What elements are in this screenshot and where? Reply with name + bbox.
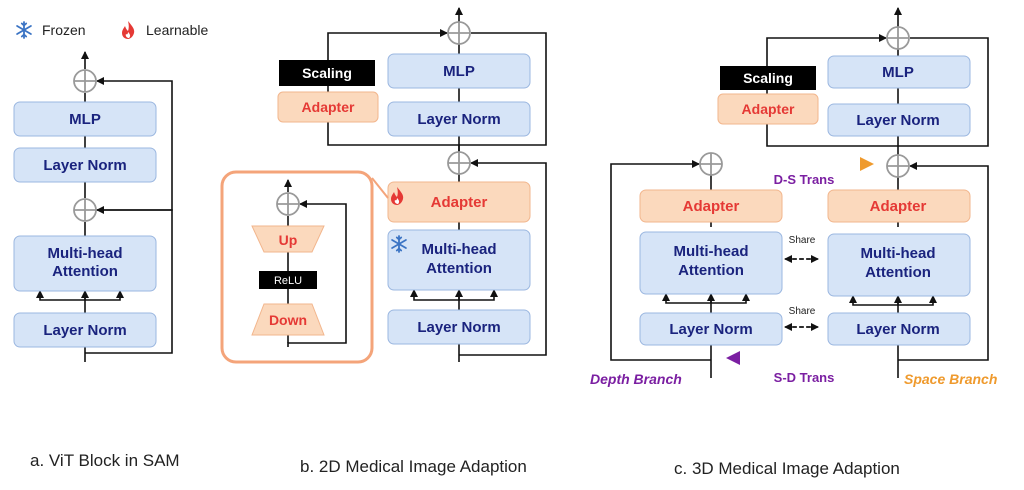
c-space-residual: [898, 162, 989, 361]
b-layer-norm-bottom-box: [387, 309, 531, 345]
c-mha-left-label-1: Multi-head: [674, 243, 749, 260]
b-scaling-box: [279, 60, 375, 86]
c-qkv-arrow: [711, 293, 750, 304]
c-layer-norm-top-box: [827, 103, 971, 137]
a-mha-label-1: Multi-head: [48, 245, 123, 262]
c-scaling-box: [720, 66, 816, 90]
b-inset-up-label: Up: [279, 232, 298, 248]
c-mlp-box: [827, 55, 971, 89]
c-depth-residual: [610, 160, 711, 361]
c-qkv-arrow: [849, 295, 898, 306]
b-mha-label-1: Multi-head: [422, 241, 497, 258]
a-residual-2: [85, 77, 173, 211]
b-layer-norm-bottom-label: Layer Norm: [417, 319, 500, 336]
b-adapter-mid-box: [387, 181, 531, 223]
a-mha-box: [13, 235, 157, 292]
b-inset-relu-label: ReLU: [274, 275, 302, 287]
b-inset-add-node: [276, 192, 300, 216]
a-mha-label-2: Attention: [52, 263, 118, 280]
a-mlp-box: [13, 101, 157, 137]
c-share-top-label: Share: [789, 235, 816, 246]
c-scaling-arrow: [766, 34, 887, 66]
a-mlp-label: MLP: [69, 111, 101, 128]
c-adapter-right-label: Adapter: [870, 198, 927, 215]
b-inset-callout-line: [371, 177, 389, 199]
b-layer-norm-top-label: Layer Norm: [417, 111, 500, 128]
a-layer-norm-bottom-label: Layer Norm: [43, 322, 126, 339]
b-adapter-mid-label: Adapter: [431, 194, 488, 211]
c-adapter-top-box: [717, 93, 819, 125]
a-layer-norm-top-box: [13, 147, 157, 183]
b-inset-skip: [287, 200, 347, 347]
b-inset-down-box: [251, 303, 325, 336]
c-depth-branch-label: Depth Branch: [590, 371, 682, 387]
c-adapter-left-label: Adapter: [683, 198, 740, 215]
c-share-bottom-label: Share: [789, 306, 816, 317]
b-mlp-label: MLP: [443, 63, 475, 80]
b-scaling-label: Scaling: [302, 65, 352, 81]
b-residual-2: [459, 32, 547, 146]
c-layer-norm-right-box: [827, 312, 971, 346]
c-space-branch-label: Space Branch: [904, 371, 997, 387]
flame-icon: [122, 21, 135, 39]
b-qkv-arrow: [410, 289, 459, 301]
c-mlp-label: MLP: [882, 64, 914, 81]
b-adapter-top-box: [277, 91, 379, 123]
b-inset-up-box: [251, 225, 325, 253]
b-mlp-box: [387, 53, 531, 89]
c-adapter-right-box: [827, 189, 971, 223]
c-mha-right-label-1: Multi-head: [861, 245, 936, 262]
b-caption: b. 2D Medical Image Adaption: [300, 457, 527, 476]
c-scaling-label: Scaling: [743, 70, 793, 86]
a-caption: a. ViT Block in SAM: [30, 451, 180, 470]
b-mha-label-2: Attention: [426, 260, 492, 277]
b-scaling-arrow: [327, 29, 448, 60]
legend-learnable-label: Learnable: [146, 22, 208, 38]
a-layer-norm-bottom-box: [13, 312, 157, 348]
c-add-node-top: [886, 26, 910, 50]
a-add-node-mid: [73, 198, 97, 222]
b-qkv-arrow: [459, 289, 498, 301]
legend-frozen-label: Frozen: [42, 22, 86, 38]
c-mha-right-box: [827, 233, 971, 297]
legend: Frozen Learnable: [16, 21, 208, 39]
a-qkv-arrow: [85, 290, 124, 301]
panel-c: Share Share D-S Trans S-D Trans Scaling …: [590, 7, 997, 478]
c-residual-top: [898, 37, 989, 147]
snowflake-icon: [16, 21, 32, 39]
c-add-node-space: [886, 154, 910, 178]
b-add-node-top: [447, 21, 471, 45]
b-residual-1: [459, 159, 547, 356]
c-qkv-arrow: [898, 295, 937, 306]
b-add-node-mid: [447, 151, 471, 175]
a-layer-norm-top-label: Layer Norm: [43, 157, 126, 174]
b-mha-box: [387, 229, 531, 291]
c-add-node-depth: [699, 152, 723, 176]
c-adapter-top-label: Adapter: [742, 101, 795, 117]
c-layer-norm-top-label: Layer Norm: [856, 112, 939, 129]
c-mha-right-label-2: Attention: [865, 264, 931, 281]
panel-a: MLP Layer Norm Multi-head Attention Laye…: [13, 51, 180, 470]
c-caption: c. 3D Medical Image Adaption: [674, 459, 900, 478]
c-layer-norm-right-label: Layer Norm: [856, 321, 939, 338]
c-layer-norm-left-label: Layer Norm: [669, 321, 752, 338]
c-sd-trans-label: S-D Trans: [774, 370, 835, 385]
b-layer-norm-top-box: [387, 101, 531, 137]
c-qkv-arrow: [662, 293, 711, 304]
b-inset-relu-box: [259, 271, 317, 289]
b-inset-down-label: Down: [269, 312, 307, 328]
c-mha-left-label-2: Attention: [678, 262, 744, 279]
a-qkv-arrow: [36, 290, 85, 301]
b-adapter-top-label: Adapter: [302, 99, 355, 115]
c-adapter-left-box: [639, 189, 783, 223]
c-parallel-branch: [766, 124, 898, 147]
a-add-node-top: [73, 69, 97, 93]
c-layer-norm-left-box: [639, 312, 783, 346]
panel-b: Scaling Adapter MLP Layer Norm Adapter M…: [220, 7, 547, 476]
c-mha-left-box: [639, 231, 783, 295]
c-ds-trans-label: D-S Trans: [774, 172, 835, 187]
